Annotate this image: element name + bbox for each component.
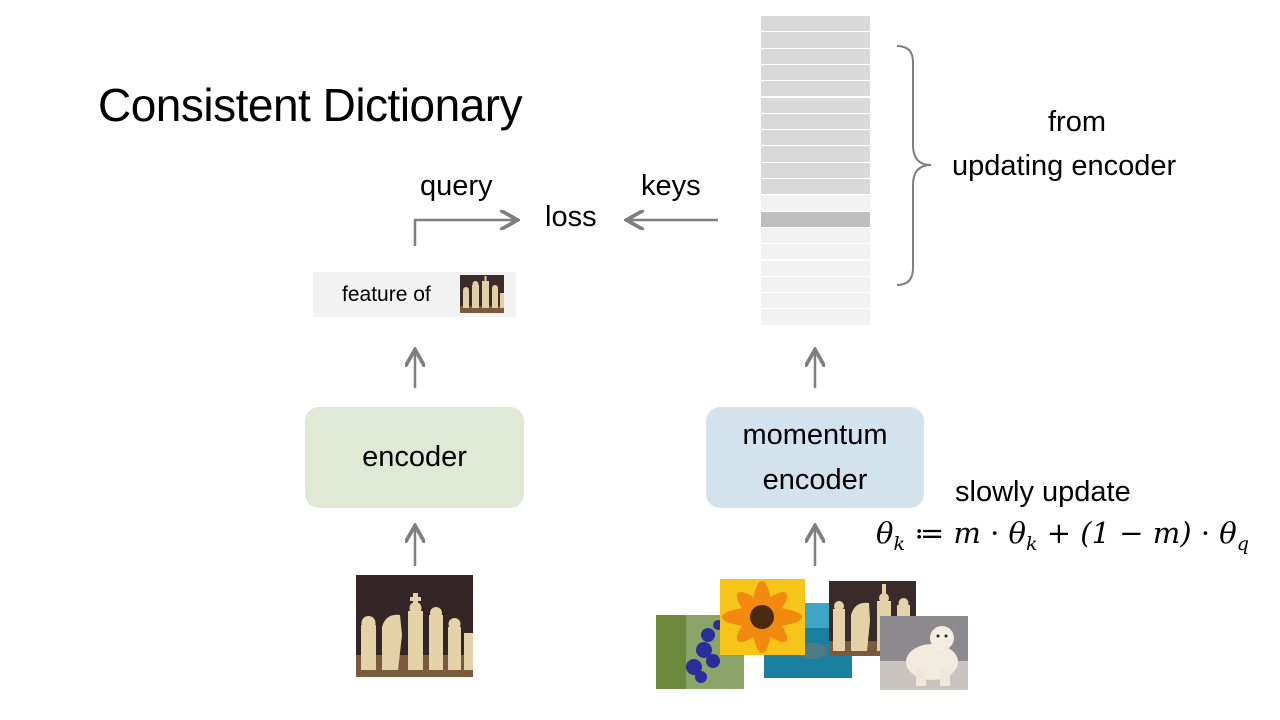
chess-pieces-image	[829, 581, 916, 656]
queue-slot	[761, 130, 870, 147]
queue-slot	[761, 309, 870, 326]
encoder-box: encoder	[305, 407, 524, 508]
queue-slot	[761, 244, 870, 261]
momentum-encoder-box: momentum encoder	[706, 407, 924, 508]
queue-slot	[761, 64, 870, 82]
query-label: query	[420, 170, 493, 202]
slowly-update-label: slowly update	[955, 476, 1131, 508]
queue-slot	[761, 293, 870, 310]
queue-slot	[761, 227, 870, 245]
queue-slot	[761, 81, 870, 98]
slide-title: Consistent Dictionary	[98, 79, 523, 131]
encoder-label: encoder	[362, 441, 467, 473]
query-to-loss-arrow	[413, 220, 515, 246]
updating-encoder-label: updating encoder	[952, 150, 1177, 182]
momentum-encoder-label-line2: encoder	[762, 463, 868, 496]
polar-bear-image	[880, 616, 968, 690]
query-chess-image	[356, 575, 473, 677]
keys-label: keys	[641, 170, 701, 202]
queue-slot	[761, 179, 870, 196]
from-label: from	[1048, 106, 1106, 138]
queue-slot	[761, 16, 870, 33]
curly-bracket	[896, 45, 932, 286]
queue-slot	[761, 195, 870, 212]
queue-slot	[761, 97, 870, 114]
queue-slot	[761, 211, 870, 228]
momentum-encoder-label-line1: momentum	[742, 418, 888, 451]
queue-slot	[761, 276, 870, 294]
queue-slot	[761, 48, 870, 65]
feature-of-label: feature of	[342, 283, 431, 306]
queue-slot	[761, 260, 870, 277]
momentum-update-formula: θk ≔ m · θk + (1 − m) · θq	[876, 516, 1249, 555]
queue-slot	[761, 32, 870, 49]
chess-thumbnail-icon	[460, 275, 504, 313]
queue-slot	[761, 113, 870, 131]
queue-slot	[761, 162, 870, 179]
loss-label: loss	[545, 201, 597, 233]
queue-slot	[761, 146, 870, 163]
orange-gerbera-image	[720, 579, 805, 655]
